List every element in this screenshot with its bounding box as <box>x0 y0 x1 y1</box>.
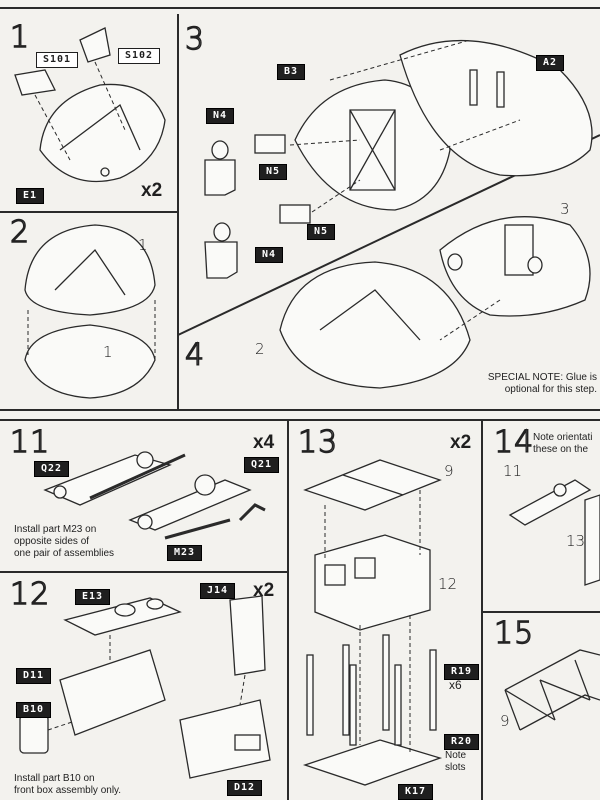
note-line: one pair of assemblies <box>14 548 115 559</box>
assembly-note: Install part B10 on front box assembly o… <box>14 773 174 797</box>
step14-assembly <box>508 479 600 586</box>
assembly-note: Install part M23 on opposite sides of on… <box>14 524 154 560</box>
part-tag: B3 <box>277 64 306 80</box>
subassembly-label: 9 <box>444 462 454 480</box>
note-line: slots <box>445 762 466 773</box>
part-tag: Q21 <box>244 457 280 473</box>
subassembly-label: 13 <box>566 532 586 550</box>
step-number: 11 <box>9 424 51 460</box>
orientation-note: Note orientati these on the <box>533 432 600 456</box>
part-tag: E1 <box>16 188 45 204</box>
subassembly-label: 11 <box>503 462 523 480</box>
note-line: Install part B10 on <box>14 773 95 784</box>
note-line: front box assembly only. <box>14 785 122 796</box>
note-line: Install part M23 on <box>14 524 97 535</box>
part-tag: R20 <box>444 734 480 750</box>
quantity-multiplier: x2 <box>253 580 275 601</box>
step11-assembly <box>43 451 266 540</box>
part-tag: N5 <box>259 164 288 180</box>
step-number: 15 <box>493 615 535 651</box>
part-tag: A2 <box>536 55 565 71</box>
quantity-multiplier: x4 <box>253 432 275 453</box>
subassembly-label: 3 <box>560 200 570 218</box>
part-tag: N4 <box>255 247 284 263</box>
step-number: 4 <box>184 337 206 373</box>
subassembly-label: 12 <box>438 575 458 593</box>
part-tag: R19 <box>444 664 480 680</box>
step4-capsule <box>279 216 591 389</box>
part-tag: N4 <box>206 108 235 124</box>
step3-assembly <box>204 39 593 279</box>
subassembly-label: 1 <box>103 343 113 361</box>
part-tag: D12 <box>227 780 263 796</box>
step2-capsule <box>24 224 156 399</box>
assembly-note: Note slots <box>445 750 466 774</box>
note-line: Note orientati <box>533 432 593 443</box>
part-tag: K17 <box>398 784 434 800</box>
step-number: 12 <box>9 576 51 612</box>
step-number: 1 <box>9 19 31 55</box>
step12-assembly <box>19 595 271 779</box>
note-line: these on the <box>533 444 589 455</box>
step-number: 13 <box>297 424 339 460</box>
subassembly-label: 9 <box>500 712 510 730</box>
part-tag: Q22 <box>34 461 70 477</box>
part-tag: M23 <box>167 545 203 561</box>
step15-frame <box>504 649 600 731</box>
subassembly-label: 1 <box>138 236 148 254</box>
special-note: SPECIAL NOTE: Glue is optional for this … <box>455 372 597 396</box>
step-number: 14 <box>493 424 535 460</box>
quantity-multiplier: x2 <box>450 432 472 453</box>
note-line: optional for this step. <box>504 384 597 395</box>
step13-assembly <box>302 459 443 786</box>
step-number: 3 <box>184 21 206 57</box>
part-tag: J14 <box>200 583 236 599</box>
step-number: 2 <box>9 214 31 250</box>
part-tag: B10 <box>16 702 52 718</box>
part-tag: D11 <box>16 668 52 684</box>
quantity-multiplier: x2 <box>141 180 163 201</box>
quantity-note: x6 <box>449 678 462 692</box>
note-line: SPECIAL NOTE: Glue is <box>487 372 597 383</box>
part-tag: E13 <box>75 589 111 605</box>
note-line: opposite sides of <box>14 536 90 547</box>
step1-capsule <box>14 27 166 183</box>
subassembly-label: 2 <box>255 340 265 358</box>
part-tag: N5 <box>307 224 336 240</box>
part-tag: S101 <box>36 52 79 68</box>
note-line: Note <box>445 750 467 761</box>
part-tag: S102 <box>118 48 161 64</box>
